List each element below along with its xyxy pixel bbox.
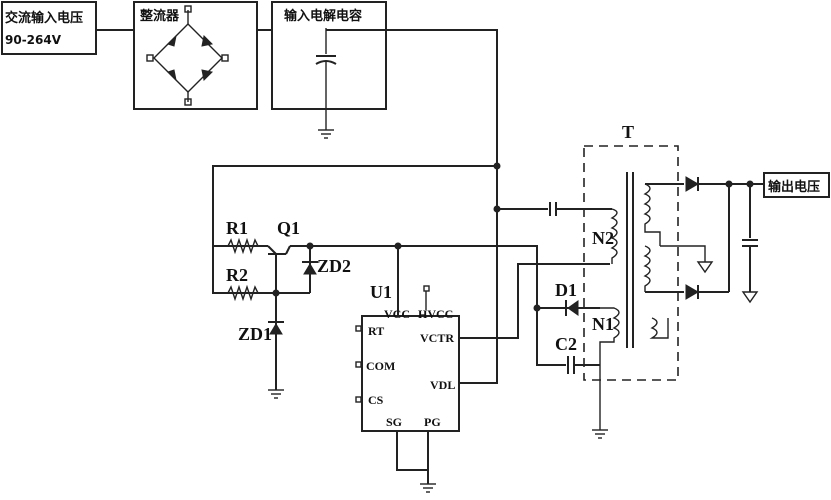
ground-icon (741, 291, 759, 304)
ic-u1: U1 VCC HVCC RT VCTR COM VDL CS SG PG (355, 282, 460, 432)
diode-output-2-icon (685, 284, 699, 300)
ground-icon (318, 129, 334, 139)
pin-cs: CS (368, 393, 384, 407)
output-capacitor-icon (742, 239, 758, 247)
rectifier-label: 整流器 (139, 8, 180, 24)
pin-com: COM (366, 359, 395, 373)
wire-startup-loop (212, 165, 497, 294)
wire-vctr (459, 263, 610, 339)
zd1-label: ZD1 (238, 324, 272, 344)
c2-label: C2 (555, 334, 577, 354)
resistor-r1-icon (227, 237, 259, 255)
ground-icon (592, 429, 608, 439)
ground-icon (268, 389, 284, 399)
ac-input-range: 90-264V (5, 33, 62, 47)
pin-vctr: VCTR (420, 331, 454, 345)
ac-input-block: 交流输入电压 90-264V (1, 1, 97, 55)
capacitor-c2-icon (567, 356, 575, 374)
n2-label: N2 (592, 228, 614, 248)
winding-n2-icon (610, 208, 618, 264)
n1-label: N1 (592, 314, 614, 334)
bridge-rectifier-icon (153, 23, 223, 93)
pin-vdl: VDL (430, 378, 455, 392)
ground-icon (420, 483, 436, 493)
winding-secondary-1-icon (643, 183, 661, 246)
input-capacitor-label: 输入电解电容 (284, 8, 362, 24)
transformer-boundary (583, 145, 679, 381)
input-capacitor-block: 输入电解电容 (271, 1, 387, 130)
transformer-label: T (622, 122, 634, 142)
winding-n1-icon (599, 307, 620, 430)
pin-pg: PG (424, 415, 441, 429)
wire-vcc-d1 (398, 245, 538, 300)
output-voltage-block: 输出电压 (763, 172, 830, 198)
rectifier-block: 整流器 (133, 1, 258, 110)
wire-hv-bus (326, 29, 498, 384)
u1-label: U1 (370, 282, 392, 302)
wire-center-tap (660, 245, 706, 262)
wire-c2 (536, 308, 566, 366)
diode-d1-icon (565, 300, 579, 316)
ac-input-title: 交流输入电压 (5, 10, 83, 26)
transformer-t: T N2 N1 (583, 122, 679, 430)
capacitor-coupling-icon (549, 202, 557, 216)
r1-label: R1 (226, 218, 248, 238)
output-voltage-label: 输出电压 (768, 179, 820, 195)
pin-sg: SG (386, 415, 402, 429)
zener-zd2-icon (302, 246, 318, 293)
diode-output-1-icon (685, 176, 699, 192)
zd2-label: ZD2 (317, 256, 351, 276)
pin-hvcc: HVCC (418, 307, 453, 321)
resistor-r2-icon (227, 284, 259, 302)
r2-label: R2 (226, 265, 248, 285)
winding-secondary-2-icon (643, 245, 651, 292)
zener-zd1-icon (268, 293, 284, 390)
pin-vcc: VCC (384, 307, 410, 321)
q1-label: Q1 (277, 218, 300, 238)
ground-icon (696, 261, 714, 274)
pin-rt: RT (368, 324, 384, 338)
d1-label: D1 (555, 280, 577, 300)
wire-ic-ground (396, 431, 429, 471)
winding-aux-icon (649, 317, 669, 339)
